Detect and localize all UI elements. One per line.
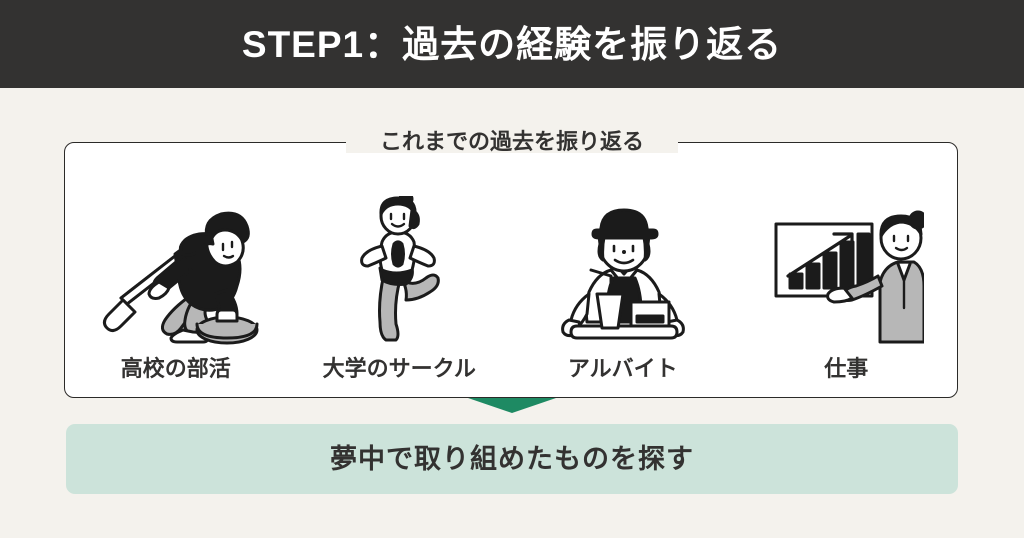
fastfood-staff-icon — [533, 196, 713, 346]
experience-item-highschool-club[interactable]: 高校の部活 — [71, 196, 281, 380]
experience-items: 高校の部活 — [64, 160, 958, 380]
down-arrow-icon — [468, 398, 556, 413]
header-band: STEP1：過去の経験を振り返る — [0, 0, 1024, 88]
experience-item-label: 高校の部活 — [120, 356, 231, 381]
experience-item-label: 仕事 — [824, 356, 869, 381]
page-title: STEP1：過去の経験を振り返る — [241, 23, 783, 65]
business-presentation-icon — [756, 196, 936, 346]
curling-player-icon — [86, 196, 266, 346]
card-legend: これまでの過去を振り返る — [345, 131, 679, 153]
conclusion-banner-text: 夢中で取り組めたものを探す — [330, 443, 694, 474]
experience-item-work[interactable]: 仕事 — [741, 196, 951, 380]
conclusion-banner: 夢中で取り組めたものを探す — [66, 424, 958, 494]
experience-item-university-circle[interactable]: 大学のサークル — [294, 196, 504, 380]
yoga-tree-pose-icon — [309, 196, 489, 346]
experience-item-label: 大学のサークル — [322, 356, 476, 381]
experience-item-parttime-job[interactable]: アルバイト — [518, 196, 728, 380]
experience-item-label: アルバイト — [567, 356, 678, 381]
